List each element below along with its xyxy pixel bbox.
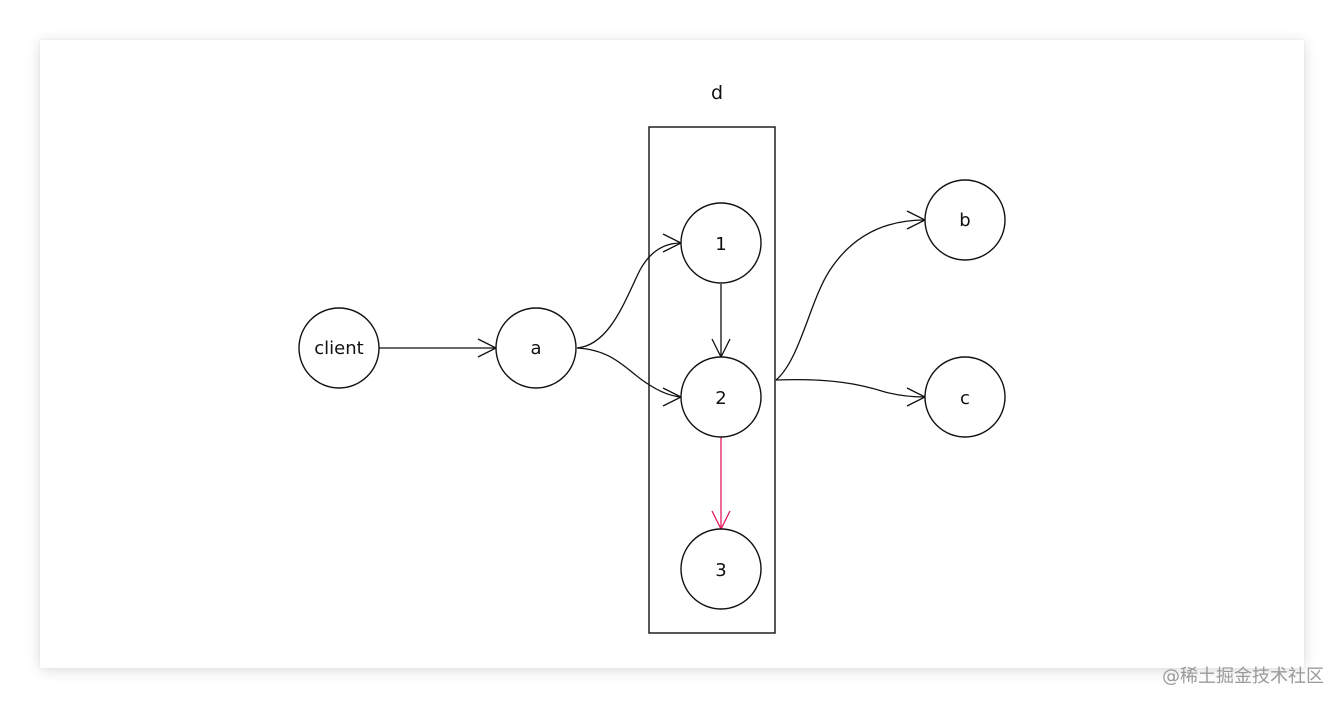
node-client-label: client <box>314 338 363 359</box>
edge-2-c <box>775 378 926 398</box>
node-2: 2 <box>680 356 762 438</box>
node-3-label: 3 <box>715 560 726 581</box>
node-b-label: b <box>959 210 970 231</box>
node-1: 1 <box>680 202 762 284</box>
edge-a-2 <box>576 347 682 398</box>
group-label-d: d <box>711 82 723 104</box>
node-3-circle <box>680 528 762 610</box>
diagram-card <box>40 40 1304 668</box>
node-b-circle <box>924 179 1006 261</box>
node-1-label: 1 <box>715 234 726 255</box>
node-2-label: 2 <box>715 388 726 409</box>
node-client-circle <box>298 307 380 389</box>
node-3: 3 <box>680 528 762 610</box>
node-c-label: c <box>960 388 970 409</box>
node-b: b <box>924 179 1006 261</box>
edge-a-1 <box>576 242 682 349</box>
edges <box>379 210 927 531</box>
node-c-circle <box>924 356 1006 438</box>
node-a-circle <box>495 307 577 389</box>
edge-2-b <box>775 219 926 381</box>
node-a: a <box>495 307 577 389</box>
node-client: client <box>298 307 380 389</box>
node-c: c <box>924 356 1006 438</box>
node-a-label: a <box>530 338 541 359</box>
watermark-text: @稀土掘金技术社区 <box>1162 666 1324 687</box>
node-2-circle <box>680 356 762 438</box>
node-1-circle <box>680 202 762 284</box>
group-box-d <box>648 126 776 634</box>
